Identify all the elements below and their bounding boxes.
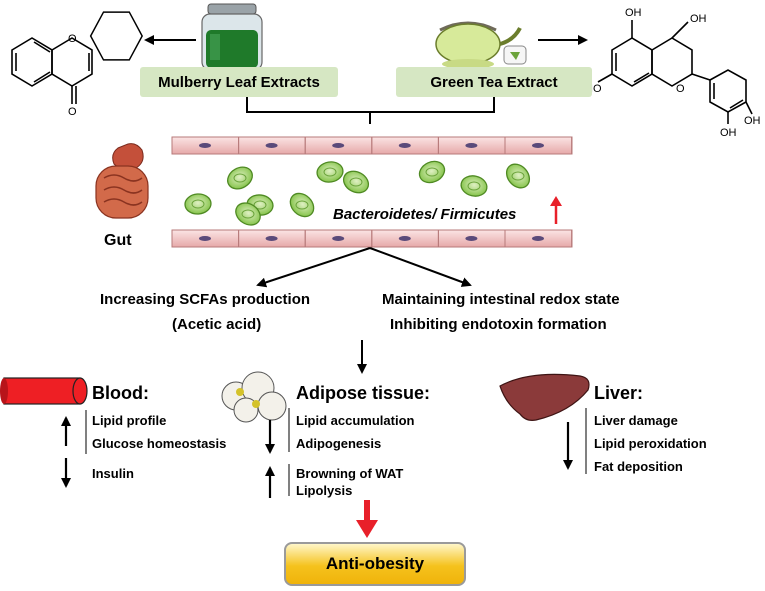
adipose-down-item-2: Adipogenesis <box>296 436 382 451</box>
arrow-to-redox <box>369 247 472 287</box>
bacteria-cell <box>418 160 446 184</box>
bacteria-cell <box>316 161 344 183</box>
mulberry-label: Mulberry Leaf Extracts <box>158 73 320 91</box>
redox-line1: Maintaining intestinal redox state <box>382 291 620 308</box>
cell-nucleus <box>265 236 278 241</box>
liver-down-item-2: Lipid peroxidation <box>594 436 707 451</box>
redox-line2: Inhibiting endotoxin formation <box>390 316 607 333</box>
catechin-structure-icon <box>597 20 753 124</box>
catechin-oh1-label: OH <box>625 7 642 19</box>
flavone-structure-icon <box>11 11 143 104</box>
liver-down-item-1: Liver damage <box>594 413 678 428</box>
anti-obesity-label: Anti-obesity <box>325 554 425 573</box>
ratio-label: Bacteroidetes/ Firmicutes <box>333 206 517 223</box>
scfa-line2: (Acetic acid) <box>172 316 262 333</box>
scfa-line1: Increasing SCFAs production <box>100 291 311 308</box>
liver-title: Liver: <box>594 383 644 403</box>
green-tea-label: Green Tea Extract <box>430 73 558 91</box>
green-tea-teapot-icon <box>435 21 527 69</box>
adipose-cells-icon <box>221 371 287 423</box>
blood-up-item-2: Glucose homeostasis <box>92 436 227 451</box>
adipose-up-item-2: Lipolysis <box>296 483 353 498</box>
liver-down-item-3: Fat deposition <box>594 459 683 474</box>
bacteria-cell <box>235 202 261 226</box>
cell-nucleus <box>398 236 411 241</box>
cell-nucleus <box>465 236 478 241</box>
gut-intestine-icon <box>95 143 149 219</box>
blood-title: Blood: <box>92 383 149 403</box>
liver-icon <box>499 373 590 421</box>
adipose-title: Adipose tissue: <box>296 383 431 403</box>
catechin-oh3-label: OH <box>744 115 761 127</box>
bacteria-cell <box>342 170 370 194</box>
flavone-o2-label: O <box>68 33 77 45</box>
blood-down-item-1: Insulin <box>92 466 134 481</box>
adipose-down-item-1: Lipid accumulation <box>296 413 415 428</box>
cell-nucleus <box>465 143 478 148</box>
anti-obesity-box: Anti-obesity <box>284 542 466 586</box>
bacteria-cell <box>505 163 531 189</box>
cell-nucleus <box>199 236 211 241</box>
cell-nucleus <box>532 143 544 148</box>
membrane-cell <box>504 136 573 155</box>
cell-nucleus <box>398 143 411 148</box>
flavone-o-label: O <box>68 106 77 118</box>
bacteria-cell <box>184 193 212 215</box>
outcome-red-arrow <box>364 500 370 522</box>
blood-vessel-icon <box>0 377 88 405</box>
blood-up-item-1: Lipid profile <box>92 413 167 428</box>
catechin-o-label: O <box>676 83 685 95</box>
bacteria-cell <box>227 166 253 190</box>
cell-nucleus <box>265 143 278 148</box>
green-tea-label-box: Green Tea Extract <box>396 67 592 97</box>
bacteria-cell <box>289 192 315 218</box>
adipose-up-item-1: Browning of WAT <box>296 466 404 481</box>
mulberry-jar-icon <box>201 3 263 71</box>
cell-nucleus <box>332 143 345 148</box>
mulberry-label-box: Mulberry Leaf Extracts <box>140 67 338 97</box>
membrane-cell <box>504 229 573 248</box>
bacteria-cell <box>460 175 488 197</box>
catechin-oh4-label: OH <box>720 127 737 139</box>
cell-nucleus <box>532 236 544 241</box>
cell-nucleus <box>199 143 211 148</box>
cell-nucleus <box>332 236 345 241</box>
extract-bracket <box>246 96 495 124</box>
catechin-oh2-label: OH <box>690 13 707 25</box>
gut-label: Gut <box>104 232 132 249</box>
arrow-to-scfa <box>256 247 371 288</box>
